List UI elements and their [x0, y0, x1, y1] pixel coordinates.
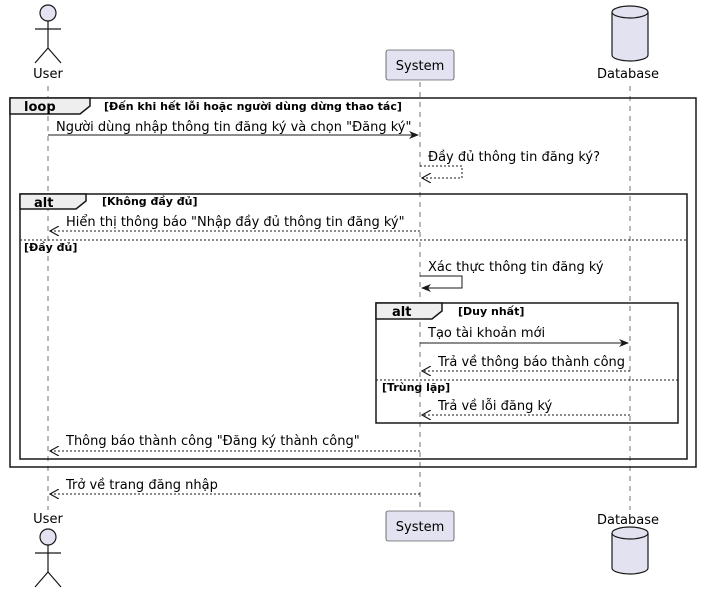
message-label-1: Người dùng nhập thông tin đăng ký và chọ… [56, 120, 411, 135]
database-icon-bottom: Database [597, 513, 659, 575]
message-label-9: Trở về trang đăng nhập [65, 478, 218, 493]
message-label-8: Thông báo thành công "Đăng ký thành công… [65, 434, 360, 449]
loop-frame: loop [Đến khi hết lỗi hoặc người dùng dừ… [9, 97, 697, 468]
message-arrow-4 [420, 275, 463, 292]
alt-inner-guard-2: [Trùng lặp] [382, 381, 450, 394]
actor-head [39, 4, 57, 22]
alt-inner-guard-1: [Duy nhất] [458, 305, 524, 318]
message-label-6: Trả về thông báo thành công [437, 355, 625, 370]
message-label-3: Hiển thị thông báo "Nhập đầy đủ thông ti… [66, 215, 405, 230]
system-box-bottom: System [385, 510, 455, 542]
user-actor-bottom: User [33, 512, 63, 588]
database-icon-top: Database [597, 5, 659, 82]
user-label-top: User [33, 67, 63, 82]
loop-keyword: loop [24, 100, 56, 115]
alt-frame-inner: alt [Duy nhất] [Trùng lặp] [375, 302, 679, 424]
user-label-bottom: User [33, 512, 63, 527]
database-label-bottom: Database [597, 513, 659, 528]
loop-guard: [Đến khi hết lỗi hoặc người dùng dừng th… [104, 100, 402, 113]
system-box-top: System [385, 49, 455, 81]
user-actor-top: User [33, 4, 63, 82]
message-label-7: Trả về lỗi đăng ký [437, 399, 553, 414]
alt-outer-guard-2: [Đầy đủ] [24, 241, 77, 254]
system-label-bottom: System [396, 520, 444, 535]
database-label-top: Database [597, 67, 659, 82]
message-label-4: Xác thực thông tin đăng ký [428, 260, 604, 275]
message-arrow-2 [420, 165, 463, 178]
alt-outer-keyword: alt [34, 196, 53, 211]
system-label-top: System [396, 59, 444, 74]
message-label-5: Tạo tài khoản mới [427, 326, 545, 341]
alt-outer-guard-1: [Không đầy đủ] [102, 195, 198, 208]
message-label-2: Đầy đủ thông tin đăng ký? [428, 150, 600, 165]
alt-frame-outer: alt [Không đầy đủ] [Đầy đủ] [19, 193, 688, 460]
actor-head [39, 528, 57, 546]
alt-inner-keyword: alt [392, 305, 411, 320]
